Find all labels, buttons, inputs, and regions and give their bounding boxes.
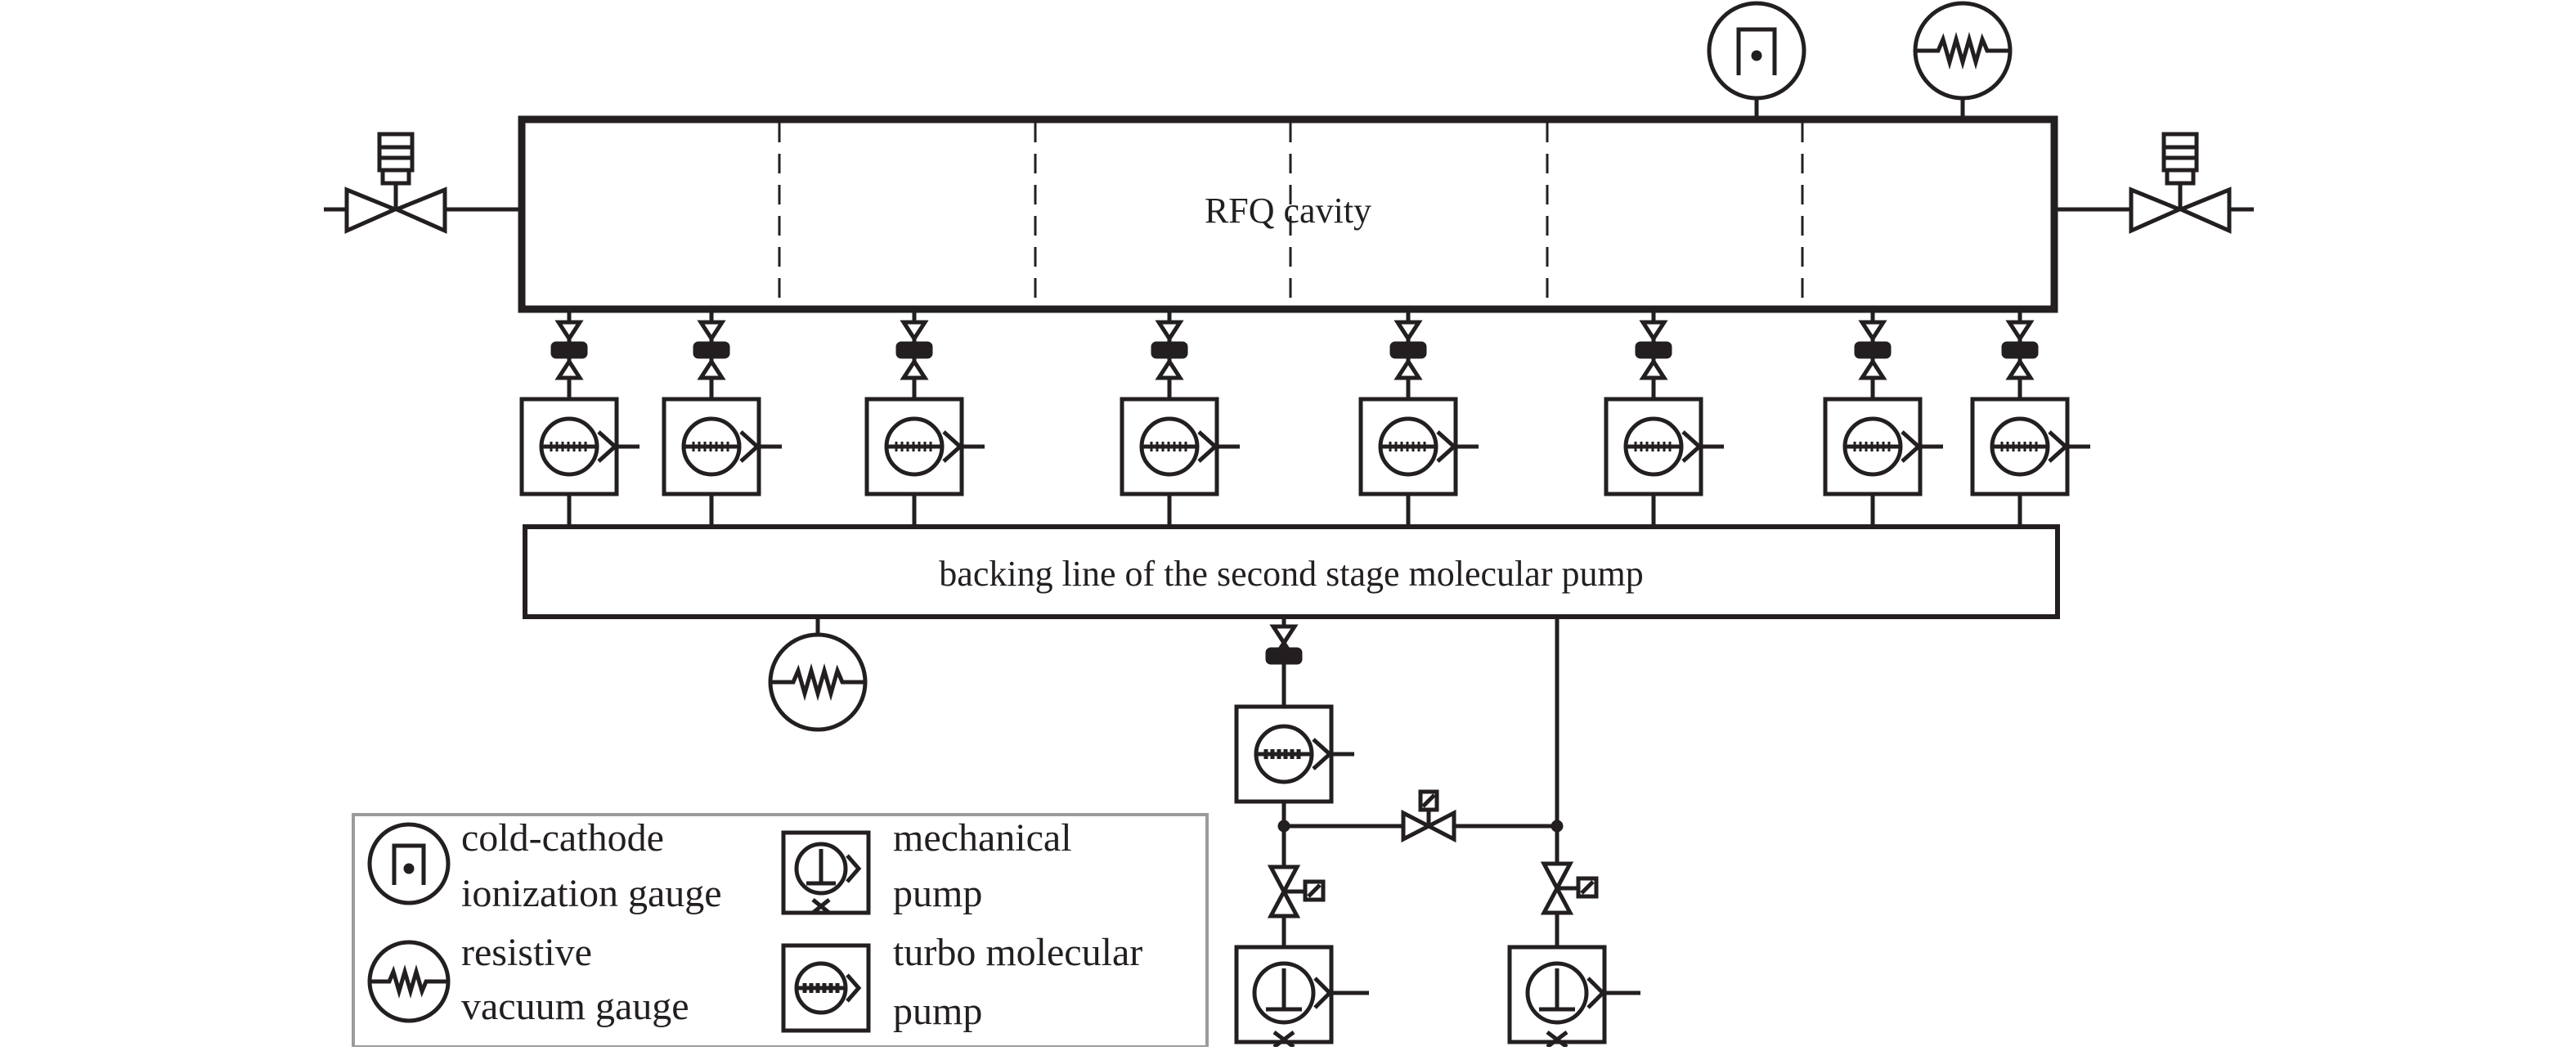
mechanical-pump-left xyxy=(1234,945,1369,1049)
turbo-molecular-pump-icon xyxy=(1358,397,1479,496)
isolation-valve-icon xyxy=(1265,624,1303,707)
pneumatic-gate-valve-icon xyxy=(2054,132,2254,234)
lower-pumping-station xyxy=(1234,617,1640,1049)
backing-line: backing line of the second stage molecul… xyxy=(523,524,2060,619)
legend-cold-cathode-line1: cold-cathode xyxy=(461,816,664,860)
turbo-column-3 xyxy=(864,309,985,527)
turbo-molecular-pump-icon xyxy=(1970,397,2090,496)
legend: cold-cathode ionization gauge resistive … xyxy=(352,813,1209,1049)
turbo-molecular-pump-icon xyxy=(781,943,871,1033)
turbo-molecular-pump-icon xyxy=(1234,704,1354,804)
turbo-molecular-pump-icon xyxy=(864,397,985,496)
turbo-molecular-pump-icon xyxy=(1120,397,1240,496)
turbo-column-1 xyxy=(519,309,640,527)
legend-item-cold-cathode: cold-cathode ionization gauge xyxy=(367,816,722,915)
solenoid-valve-icon xyxy=(1401,789,1456,843)
turbo-pump-lower xyxy=(1234,704,1354,804)
solenoid-valve-right xyxy=(1540,861,1599,915)
backing-line-label: backing line of the second stage molecul… xyxy=(939,554,1643,594)
isolation-valve-icon xyxy=(895,320,933,380)
resistive-vacuum-gauge-icon xyxy=(1913,1,2013,101)
legend-turbo-line1: turbo molecular xyxy=(893,931,1142,974)
mechanical-pump-icon xyxy=(1507,945,1640,1049)
isolation-valve-icon xyxy=(693,320,730,380)
resistive-vacuum-gauge-icon xyxy=(367,940,451,1023)
legend-item-mechanical: mechanical pump xyxy=(781,816,1072,915)
cold-cathode-ionization-gauge-icon xyxy=(1707,1,1806,101)
isolation-valve-icon xyxy=(1635,320,1672,380)
turbo-molecular-pump-icon xyxy=(662,397,782,496)
turbo-column-8 xyxy=(1970,309,2090,527)
resistive-gauge-bottom xyxy=(768,617,868,732)
mechanical-pump-icon xyxy=(781,830,871,915)
turbo-molecular-pump-icon xyxy=(1604,397,1724,496)
turbo-column-6 xyxy=(1604,309,1724,527)
cold-cathode-ionization-gauge-icon xyxy=(367,822,451,905)
legend-mechanical-line1: mechanical xyxy=(893,816,1072,860)
turbo-pump-columns xyxy=(519,309,2090,527)
bypass-solenoid-valve xyxy=(1401,789,1456,843)
turbo-column-2 xyxy=(662,309,782,527)
turbo-molecular-pump-icon xyxy=(1823,397,1943,496)
legend-item-turbo: turbo molecular pump xyxy=(781,931,1142,1033)
gate-valve-left xyxy=(324,132,522,234)
solenoid-valve-icon xyxy=(1267,865,1326,919)
turbo-column-5 xyxy=(1358,309,1479,527)
turbo-column-7 xyxy=(1823,309,1943,527)
mechanical-pump-icon xyxy=(1234,945,1369,1049)
isolation-valve-icon xyxy=(1151,320,1188,380)
legend-turbo-line2: pump xyxy=(893,990,982,1033)
resistive-gauge-top xyxy=(1913,1,2013,119)
legend-mechanical-line2: pump xyxy=(893,872,982,915)
resistive-vacuum-gauge-icon xyxy=(768,632,868,732)
rfq-cavity: RFQ cavity xyxy=(518,115,2058,313)
isolation-valve-icon xyxy=(1389,320,1427,380)
gate-valve-right xyxy=(2054,132,2254,234)
cavity-label: RFQ cavity xyxy=(1205,191,1371,231)
solenoid-valve-left xyxy=(1267,865,1326,919)
cold-cathode-gauge-top xyxy=(1707,1,1806,119)
turbo-column-4 xyxy=(1120,309,1240,527)
solenoid-valve-icon xyxy=(1540,861,1599,915)
isolation-valve-icon xyxy=(2001,320,2039,380)
mechanical-pump-right xyxy=(1507,945,1640,1049)
isolation-valve-icon xyxy=(1854,320,1892,380)
legend-resistive-line1: resistive xyxy=(461,931,592,974)
small-valve-lower xyxy=(1265,624,1303,707)
legend-cold-cathode-line2: ionization gauge xyxy=(461,872,722,915)
isolation-valve-icon xyxy=(550,320,588,380)
pneumatic-gate-valve-icon xyxy=(324,132,522,234)
turbo-molecular-pump-icon xyxy=(519,397,640,496)
legend-item-resistive: resistive vacuum gauge xyxy=(367,931,689,1028)
legend-resistive-line2: vacuum gauge xyxy=(461,985,689,1028)
